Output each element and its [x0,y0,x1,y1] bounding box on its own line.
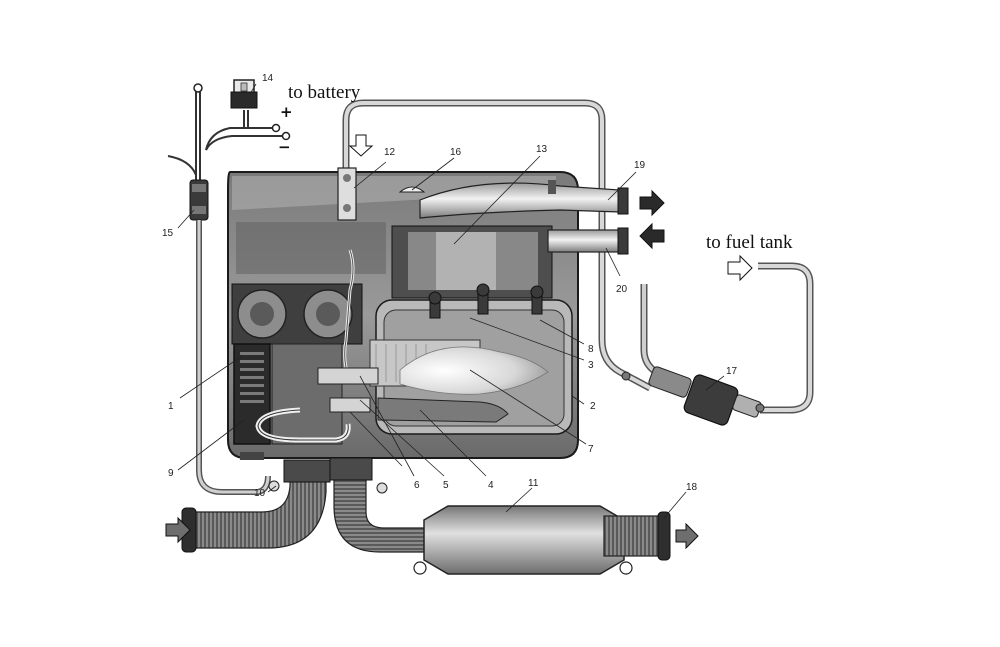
callout-9: 9 [168,468,174,479]
callout-8: 8 [588,344,594,355]
flow-arrows [165,134,753,550]
leader-lines [177,83,725,519]
arrow-air-in [639,222,665,250]
callout-16: 16 [450,147,462,158]
arrow-fuel-in [348,134,374,157]
wiring-harness [167,92,282,180]
fuel-pump-icon [621,366,765,426]
battery-minus-sign: − [278,138,291,156]
callout-4: 4 [488,480,494,491]
callout-20: 20 [616,284,628,295]
arrow-fuel-from-tank [727,254,753,282]
ring-terminals [193,83,291,141]
arrow-exhaust-tail [675,522,699,550]
callout-15: 15 [162,228,174,239]
arrow-exhaust-out [639,189,665,217]
callout-12: 12 [384,147,396,158]
callout-19: 19 [634,160,646,171]
fuse-icon [230,79,258,109]
callout-11: 11 [528,478,539,489]
arrow-intake-air [165,516,191,544]
callout-18: 18 [686,482,698,493]
callout-5: 5 [443,480,449,491]
callout-1: 1 [168,401,174,412]
callout-2: 2 [590,401,596,412]
glow-plug-icon [428,283,544,319]
callout-7: 7 [588,444,594,455]
fuel-line [342,99,652,392]
callout-17: 17 [726,366,738,377]
callout-14: 14 [262,73,274,84]
harness-connector [189,179,209,221]
callout-6: 6 [414,480,420,491]
battery-plus-sign: + [280,103,293,121]
combustion-pipes [419,180,629,255]
label-to-fuel-tank: to fuel tank [706,232,793,253]
callout-3: 3 [588,360,594,371]
callout-10: 10 [254,488,266,499]
callout-numbers: 1 2 3 4 5 6 7 8 9 10 11 12 13 14 15 16 1… [162,73,738,499]
callout-13: 13 [536,144,548,155]
label-to-battery: to battery [288,82,361,103]
air-intake-hose [181,459,331,553]
flame [399,346,549,395]
heater-housing [227,167,579,460]
exhaust-hose [329,457,671,575]
